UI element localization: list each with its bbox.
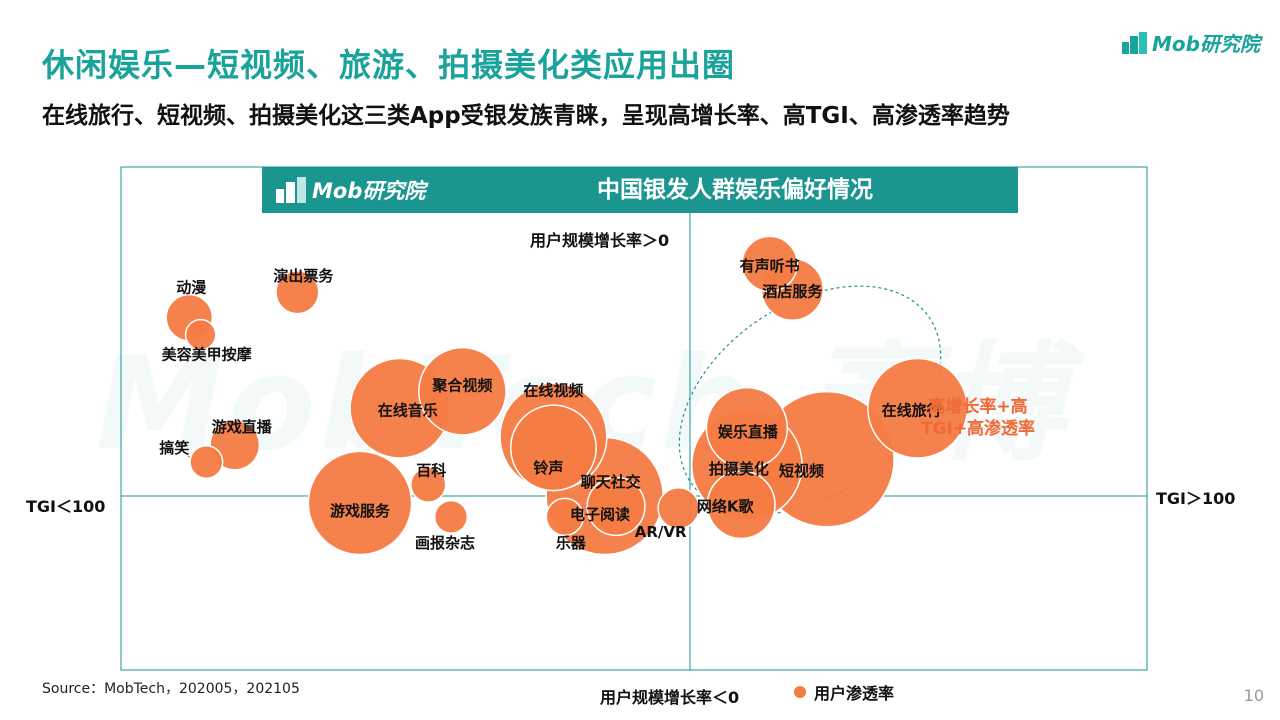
bubble-point <box>189 444 224 480</box>
bubble-label: 有声听书 <box>740 257 800 275</box>
axis-label-right: TGI＞100 <box>1156 489 1236 508</box>
brand-logo-text: Mob研究院 <box>1152 32 1260 56</box>
axis-label-bottom: 用户规模增长率＜0 <box>600 688 740 707</box>
axis-label-left: TGI＜100 <box>26 497 106 516</box>
annotation-line-2: TGI+高渗透率 <box>920 419 1036 439</box>
highlight-annotation: 高增长率+高 TGI+高渗透率 <box>910 396 1046 440</box>
bubble-label: 铃声 <box>533 459 563 477</box>
bubble-label: 电子阅读 <box>570 505 630 523</box>
bubble-point <box>867 357 969 459</box>
panel-brand-text: Mob研究院 <box>312 179 426 203</box>
source-note: Source：MobTech，202005，202105 <box>42 681 300 697</box>
bubble-point <box>741 235 798 293</box>
bubble-label: 百科 <box>416 462 446 480</box>
bubble-point <box>184 318 217 351</box>
bubble-point <box>433 499 469 534</box>
bubble-label: 在线旅行 <box>882 401 942 419</box>
annotation-line-1: 高增长率+高 <box>928 397 1028 417</box>
bubble-point <box>545 497 585 537</box>
bubble-label: 在线音乐 <box>378 401 438 419</box>
building-icon <box>1122 31 1148 54</box>
bubble-label: 美容美甲按摩 <box>162 346 253 364</box>
bubble-label: AR/VR <box>635 523 687 541</box>
page-number: 10 <box>1243 686 1264 705</box>
legend-label: 用户渗透率 <box>814 684 895 703</box>
panel-brand-logo: Mob研究院 <box>276 172 425 208</box>
bubble-label: 动漫 <box>176 279 207 297</box>
bubble-label: 游戏服务 <box>330 502 391 520</box>
bubble-label: 演出票务 <box>273 267 334 285</box>
bubble-point <box>705 386 789 470</box>
bubble-label: 网络K歌 <box>697 498 755 516</box>
chart-title: 中国银发人群娱乐偏好情况 <box>597 177 873 203</box>
bubble-label: 游戏直播 <box>212 418 273 436</box>
legend: 用户渗透率 <box>794 680 894 704</box>
page-subtitle: 在线旅行、短视频、拍摄美化这三类App受银发族青睐，呈现高增长率、高TGI、高渗… <box>42 103 1010 129</box>
bubble-label: 酒店服务 <box>762 282 823 300</box>
bubble-point <box>657 486 700 530</box>
page-title: 休闲娱乐—短视频、旅游、拍摄美化类应用出圈 <box>42 46 736 84</box>
legend-marker <box>794 686 806 698</box>
bubble-point <box>706 470 776 540</box>
bubble-point <box>307 450 413 556</box>
bubble-label: 聊天社交 <box>581 473 641 491</box>
bubble-point <box>586 476 646 537</box>
bubble-label: 画报杂志 <box>415 534 475 552</box>
bubble-label: 在线视频 <box>523 382 583 400</box>
bubble-label: 乐器 <box>556 534 587 552</box>
axis-label-top: 用户规模增长率＞0 <box>530 231 670 250</box>
bubble-label: 娱乐直播 <box>718 423 779 441</box>
bubble-point <box>275 270 320 315</box>
bubble-label: 拍摄美化 <box>709 460 769 478</box>
panel-header-bar <box>262 167 1018 213</box>
bubble-point <box>509 404 597 492</box>
bubble-label: 聚合视频 <box>431 376 492 394</box>
bubble-point <box>418 346 507 436</box>
highlight-ellipse <box>678 285 942 515</box>
bubble-point <box>410 466 447 503</box>
bubble-label: 短视频 <box>779 462 824 480</box>
building-icon <box>276 177 306 203</box>
bubble-label: 搞笑 <box>159 439 189 457</box>
brand-logo: Mob研究院 <box>1122 28 1260 57</box>
